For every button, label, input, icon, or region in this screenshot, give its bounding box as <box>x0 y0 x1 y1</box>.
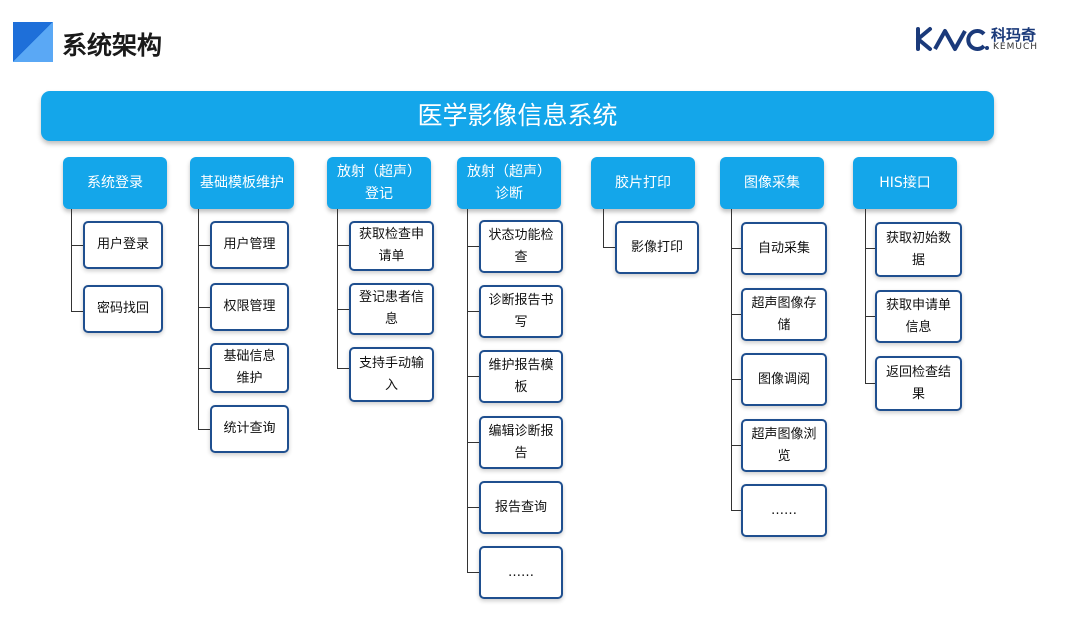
node-get-initial-data: 获取初始数据 <box>875 222 962 277</box>
category-film-print: 胶片打印 <box>591 157 695 209</box>
connector <box>603 247 615 248</box>
connector <box>467 376 479 377</box>
connector <box>198 429 210 430</box>
node-maintain-template: 维护报告模板 <box>479 350 563 403</box>
node-user-management: 用户管理 <box>210 221 289 269</box>
node-return-results: 返回检查结果 <box>875 356 962 411</box>
node-ultrasound-storage: 超声图像存储 <box>741 288 827 341</box>
logo-text: 科玛奇 <box>991 26 1037 44</box>
connector <box>198 307 210 308</box>
category-registration: 放射（超声）登记 <box>327 157 431 209</box>
node-status-check: 状态功能检查 <box>479 220 563 273</box>
connector <box>731 248 741 249</box>
node-user-login: 用户登录 <box>83 221 163 269</box>
connector <box>337 309 349 310</box>
system-banner: 医学影像信息系统 <box>41 91 994 141</box>
connector <box>603 209 604 248</box>
connector <box>467 507 479 508</box>
connector <box>731 510 741 511</box>
node-get-request-info: 获取申请单信息 <box>875 290 962 343</box>
category-diagnosis: 放射（超声）诊断 <box>457 157 561 209</box>
connector <box>337 368 349 369</box>
node-ellipsis: …… <box>741 484 827 537</box>
node-auto-acquisition: 自动采集 <box>741 222 827 275</box>
connector <box>731 445 741 446</box>
node-basic-info-maintenance: 基础信息维护 <box>210 343 289 393</box>
connector <box>467 442 479 443</box>
node-get-exam-request: 获取检查申请单 <box>349 221 434 271</box>
node-image-print: 影像打印 <box>615 221 699 274</box>
category-system-login: 系统登录 <box>63 157 167 209</box>
connector <box>467 246 479 247</box>
connector <box>865 209 866 384</box>
logo-subtext: KEMUCH <box>993 42 1038 52</box>
connector <box>467 572 479 573</box>
connector <box>865 248 875 249</box>
node-ultrasound-browse: 超声图像浏览 <box>741 419 827 472</box>
title-accent-block <box>13 22 53 62</box>
node-register-patient: 登记患者信息 <box>349 283 434 335</box>
connector <box>731 314 741 315</box>
node-manual-input: 支持手动输入 <box>349 347 434 402</box>
connector <box>71 245 83 246</box>
node-password-recovery: 密码找回 <box>83 285 163 333</box>
node-report-query: 报告查询 <box>479 481 563 534</box>
node-permission-management: 权限管理 <box>210 283 289 331</box>
kmc-logo-icon <box>916 27 989 51</box>
connector <box>198 368 210 369</box>
category-his-interface: HIS接口 <box>853 157 957 209</box>
node-ellipsis: …… <box>479 546 563 599</box>
connector <box>71 311 83 312</box>
node-statistics-query: 统计查询 <box>210 405 289 453</box>
company-logo: 科玛奇 KEMUCH <box>915 22 1045 58</box>
node-edit-report: 编辑诊断报告 <box>479 416 563 469</box>
connector <box>467 209 468 573</box>
connector <box>337 209 338 369</box>
connector <box>865 383 875 384</box>
connector <box>337 245 349 246</box>
connector <box>865 316 875 317</box>
page-title: 系统架构 <box>62 31 163 60</box>
connector <box>731 209 732 511</box>
connector <box>731 379 741 380</box>
connector <box>198 245 210 246</box>
node-image-retrieval: 图像调阅 <box>741 353 827 406</box>
connector <box>71 209 72 312</box>
connector <box>467 311 479 312</box>
category-basic-template: 基础模板维护 <box>190 157 294 209</box>
category-image-acquisition: 图像采集 <box>720 157 824 209</box>
connector <box>198 209 199 430</box>
node-write-report: 诊断报告书写 <box>479 285 563 338</box>
